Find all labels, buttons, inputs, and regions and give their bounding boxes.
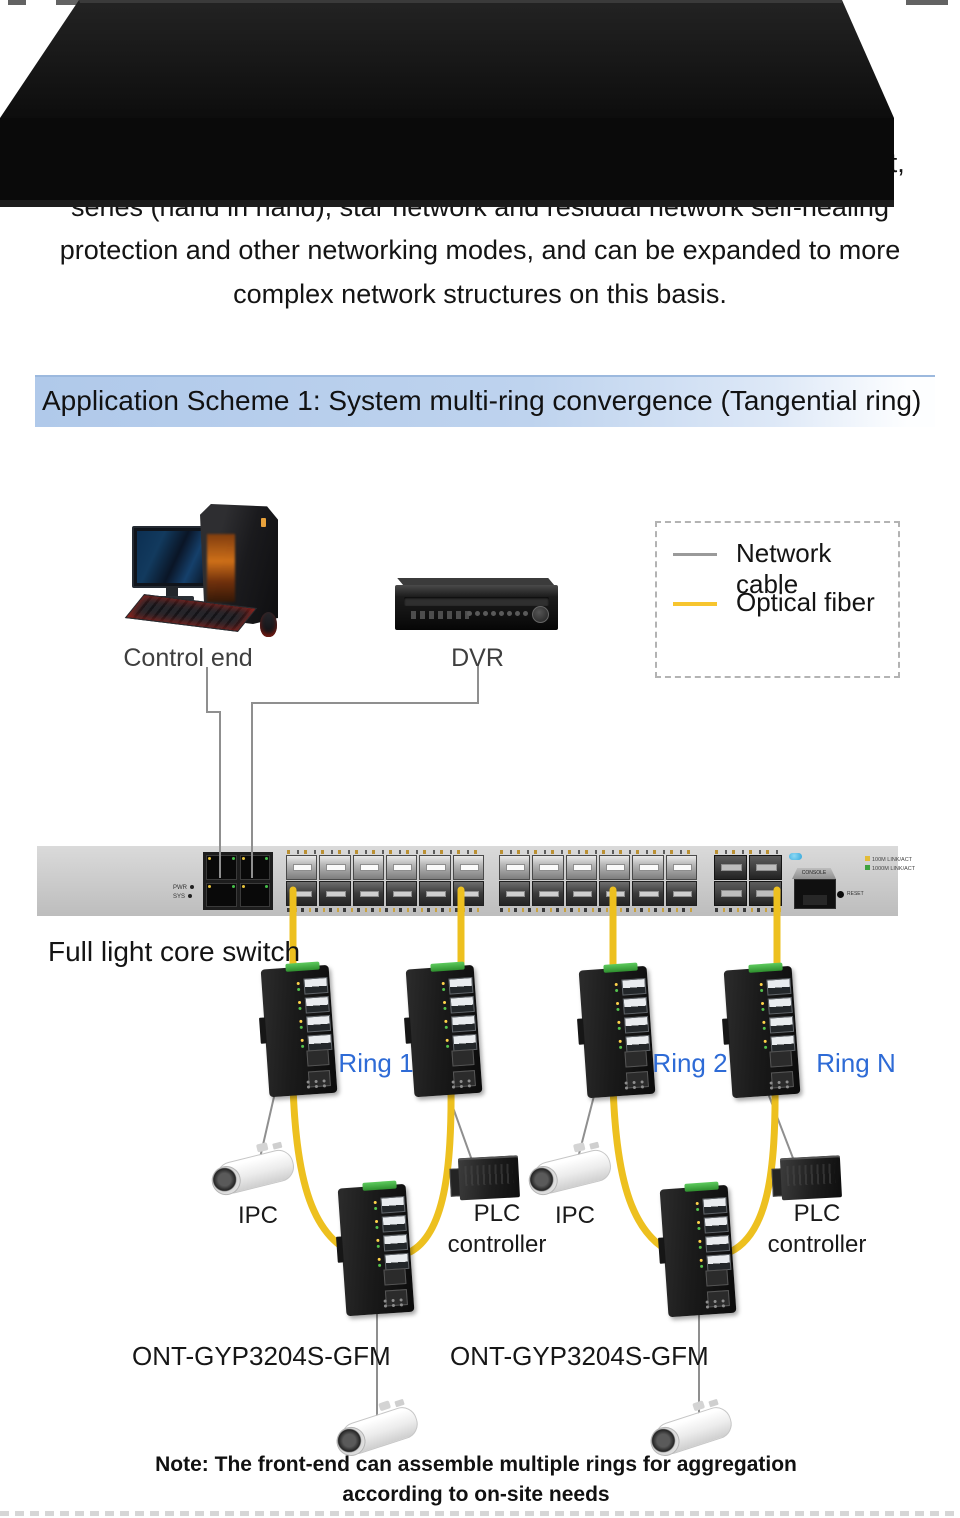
plc-label-1: PLC controller — [447, 1200, 547, 1258]
intro-line: protection and other networking modes, a… — [59, 235, 901, 265]
ipc-camera-2 — [522, 1133, 620, 1207]
legend-optical-fiber-label: Optical fiber — [736, 587, 875, 617]
legend-network-cable-label: Network cable — [736, 538, 832, 599]
status-led — [789, 853, 802, 860]
led-legend: 100M LINK/ACT 1000M LINK/ACT — [865, 856, 915, 874]
pc-monitor — [132, 526, 212, 588]
intro-paragraph: The series supports a variety of fiber n… — [0, 142, 960, 316]
section-header-bar: Application Scheme 1: System multi-ring … — [35, 375, 935, 427]
intro-line: The series supports a variety of fiber n… — [55, 148, 905, 178]
rj45-port-group — [203, 852, 273, 910]
industrial-switch-ring2-a — [576, 962, 659, 1102]
ipc-label-1: IPC — [237, 1202, 278, 1229]
ont-switch-2 — [657, 1181, 740, 1321]
ipc-label-2: IPC — [554, 1202, 595, 1229]
industrial-switch-ring1-b — [403, 961, 486, 1101]
section-header-text: Application Scheme 1: System multi-ring … — [42, 385, 922, 416]
core-switch-label: Full light core switch — [48, 936, 301, 967]
reset-button — [837, 891, 844, 898]
core-switch-front-panel: PWR SYS CONSOLE RESET — [37, 846, 915, 916]
pc-mouse — [260, 612, 277, 637]
intro-line: series (hand in hand), star network and … — [71, 191, 889, 222]
cropped-text-fragments — [0, 0, 960, 5]
ont-model-label-1: ONT-GYP3204S-GFM — [132, 1341, 391, 1371]
network-cable-swatch — [673, 553, 717, 556]
sfp-port-group-2 — [498, 850, 698, 912]
control-end-image — [120, 500, 290, 645]
legend-box: Network cable Optical fiber — [655, 521, 900, 678]
dvr-image — [395, 578, 558, 632]
ipc-camera-1 — [205, 1133, 303, 1207]
intro-line: complex network structures on this basis… — [233, 278, 727, 309]
sfp-port-group-1 — [285, 850, 485, 912]
ringN-label: Ring N — [816, 1048, 896, 1078]
industrial-switch-ring1-a — [258, 961, 341, 1101]
plc-label-2: PLC controller — [767, 1200, 867, 1258]
control-end-label: Control end — [123, 644, 253, 672]
cropped-bottom-fragments — [0, 1511, 960, 1516]
ring1-label: Ring 1 — [338, 1048, 414, 1078]
industrial-switch-ring2-b — [721, 962, 804, 1102]
note-text: Note: The front-end can assemble multipl… — [155, 1453, 797, 1506]
uplink-sfp-group — [713, 850, 783, 912]
pwr-sys-leds: PWR SYS — [173, 884, 194, 902]
ont-model-label-2: ONT-GYP3204S-GFM — [450, 1341, 709, 1371]
ont-switch-1 — [335, 1180, 418, 1320]
page-title: Application Scheme — [192, 49, 769, 118]
console-port: CONSOLE — [792, 868, 836, 909]
optical-fiber-swatch — [673, 602, 717, 606]
dvr-label: DVR — [451, 644, 504, 672]
ring2-label: Ring 2 — [652, 1048, 728, 1078]
